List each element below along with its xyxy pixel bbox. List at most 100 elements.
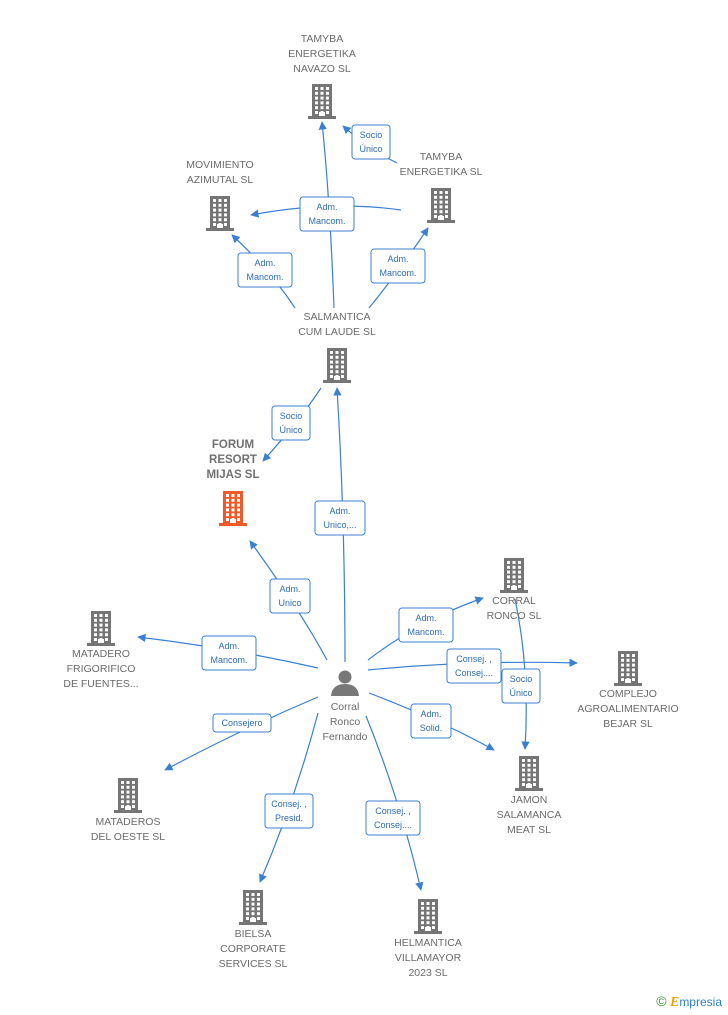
node-label[interactable]: MOVIMIENTO: [186, 159, 253, 171]
edge-label-box: [370, 248, 426, 284]
node-mataderos_oeste[interactable]: MATADEROS DEL OESTE SL: [91, 778, 165, 843]
node-forum[interactable]: FORUM RESORT MIJAS SL: [206, 439, 260, 526]
node-bielsa[interactable]: BIELSA CORPORATE SERVICES SL: [219, 890, 288, 970]
node-label[interactable]: CORRAL: [492, 595, 536, 607]
edge-label-text: Mancom.: [379, 268, 416, 278]
edge-label: Adm. Unico: [269, 578, 311, 614]
edge-label: Adm. Mancom.: [370, 248, 426, 284]
edge-label-text: Mancom.: [407, 627, 444, 637]
node-label[interactable]: BEJAR SL: [603, 718, 653, 730]
edge-label: Consej. ,Consej....: [365, 800, 421, 836]
node-label[interactable]: AZIMUTAL SL: [187, 174, 254, 186]
edge-label-text: Adm.: [420, 709, 441, 719]
node-label[interactable]: ENERGETIKA: [288, 48, 356, 60]
edge-label-text: Adm.: [329, 506, 350, 516]
edge-label-text: Adm.: [254, 258, 275, 268]
node-label[interactable]: AGROALIMENTARIO: [577, 703, 678, 715]
edge-label: Adm. Unico,...: [314, 500, 366, 536]
company-building-icon[interactable]: [414, 899, 442, 934]
edge-label-text: Único: [359, 144, 382, 154]
edge-label-text: Único: [279, 425, 302, 435]
edge-label-text: Mancom.: [246, 272, 283, 282]
company-building-icon[interactable]: [87, 611, 115, 646]
edge-label-text: Socio: [510, 674, 533, 684]
node-label[interactable]: MIJAS SL: [206, 469, 259, 481]
edge-label-text: Adm.: [415, 613, 436, 623]
edge-label-text: Presid.: [275, 813, 303, 823]
main-company-building-icon[interactable]: [219, 491, 247, 526]
edge-label: Consejero: [212, 713, 272, 733]
edge-label: Adm.Solid.: [410, 703, 452, 739]
node-label[interactable]: FORUM: [212, 439, 254, 451]
edge-label: Adm. Mancom.: [299, 196, 355, 232]
company-building-icon[interactable]: [114, 778, 142, 813]
node-label[interactable]: MATADEROS: [96, 816, 161, 828]
node-label[interactable]: Fernando: [323, 731, 368, 743]
company-building-icon[interactable]: [515, 756, 543, 791]
node-corral_ronco_sl[interactable]: CORRAL RONCO SL: [487, 558, 542, 622]
person-icon[interactable]: [331, 670, 359, 697]
node-label[interactable]: NAVAZO SL: [293, 63, 351, 75]
node-label[interactable]: CUM LAUDE SL: [298, 326, 376, 338]
node-label[interactable]: DEL OESTE SL: [91, 831, 165, 843]
company-building-icon[interactable]: [206, 196, 234, 231]
node-movimiento[interactable]: MOVIMIENTO AZIMUTAL SL: [186, 159, 254, 231]
node-label[interactable]: COMPLEJO: [599, 688, 657, 700]
edge-label: Adm. Mancom.: [398, 607, 454, 643]
edge-label-text: Adm.: [387, 254, 408, 264]
copyright-icon: ©: [656, 993, 667, 1009]
edge-label-text: Adm.: [279, 584, 300, 594]
edge-label-text: Consej. ,: [271, 799, 307, 809]
node-mataderos_frig[interactable]: MATADERO FRIGORIFICO DE FUENTES...: [63, 611, 139, 690]
node-label[interactable]: RONCO SL: [487, 610, 542, 622]
node-label[interactable]: TAMYBA: [301, 33, 343, 45]
node-label[interactable]: JAMON: [511, 794, 548, 806]
node-tamyba[interactable]: TAMYBA ENERGETIKA SL: [400, 151, 483, 223]
node-label[interactable]: TAMYBA: [420, 151, 462, 163]
company-building-icon[interactable]: [500, 558, 528, 593]
edge-label-box: [271, 405, 311, 441]
node-label[interactable]: CORPORATE: [220, 943, 286, 955]
company-building-icon[interactable]: [323, 348, 351, 383]
node-salmantica[interactable]: SALMANTICA CUM LAUDE SL: [298, 311, 376, 383]
edge-label-text: Consej....: [455, 668, 493, 678]
edge-label-box: [212, 713, 272, 733]
edge-label-text: Unico: [278, 598, 301, 608]
node-label[interactable]: Ronco: [330, 716, 361, 728]
node-helmantica[interactable]: HELMANTICA VILLAMAYOR 2023 SL: [394, 899, 462, 979]
node-jamon[interactable]: JAMON SALAMANCA MEAT SL: [497, 756, 562, 836]
node-tamyba_navazo[interactable]: TAMYBA ENERGETIKA NAVAZO SL: [288, 33, 356, 119]
node-label[interactable]: SALAMANCA: [497, 809, 562, 821]
node-label[interactable]: SALMANTICA: [303, 311, 370, 323]
company-building-icon[interactable]: [427, 188, 455, 223]
edge-label: Adm.Mancom.: [201, 635, 257, 671]
node-label[interactable]: SERVICES SL: [219, 958, 288, 970]
node-label[interactable]: DE FUENTES...: [63, 678, 138, 690]
node-complejo[interactable]: COMPLEJO AGROALIMENTARIO BEJAR SL: [577, 651, 679, 730]
node-label[interactable]: MEAT SL: [507, 824, 551, 836]
node-label[interactable]: RESORT: [209, 454, 257, 466]
edge-label-box: [269, 578, 311, 614]
edge-label-text: Mancom.: [308, 216, 345, 226]
node-label[interactable]: 2023 SL: [408, 967, 447, 979]
node-label[interactable]: VILLAMAYOR: [395, 952, 462, 964]
brand-logo-initial: E: [669, 995, 680, 1010]
node-label[interactable]: ENERGETIKA SL: [400, 166, 483, 178]
company-building-icon[interactable]: [614, 651, 642, 686]
edge-label-text: Adm.: [316, 202, 337, 212]
edge-label-text: Consej....: [374, 820, 412, 830]
node-label[interactable]: Corral: [331, 701, 360, 713]
node-label[interactable]: BIELSA: [235, 928, 272, 940]
node-label[interactable]: FRIGORIFICO: [67, 663, 136, 675]
brand-footer: © Empresia: [656, 993, 722, 1011]
node-label[interactable]: MATADERO: [72, 648, 130, 660]
edge-label-text: Unico,...: [323, 520, 356, 530]
company-building-icon[interactable]: [239, 890, 267, 925]
edge-label-text: Adm.: [218, 641, 239, 651]
company-building-icon[interactable]: [308, 84, 336, 119]
node-label[interactable]: HELMANTICA: [394, 937, 462, 949]
edge-label-text: Consejero: [221, 718, 262, 728]
